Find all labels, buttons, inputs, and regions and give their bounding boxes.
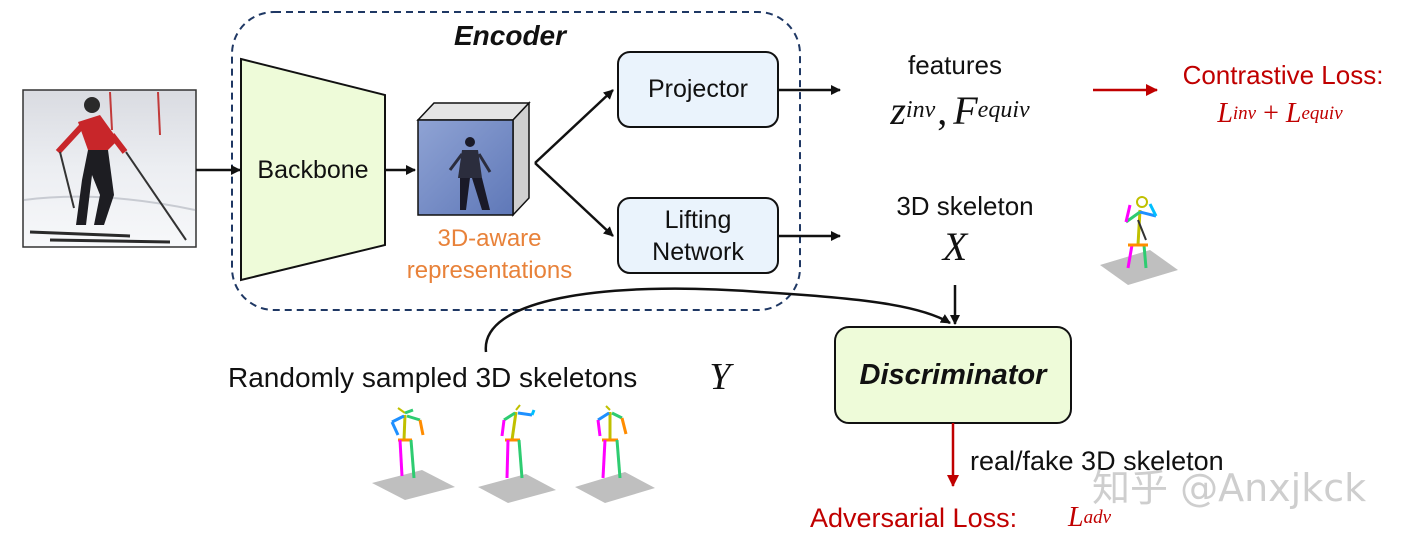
- sampled-skeletons-label: Randomly sampled 3D skeletons: [228, 362, 638, 393]
- adversarial-term-sub: adv: [1083, 507, 1112, 528]
- realfake-label: real/fake 3D skeleton: [970, 445, 1224, 476]
- representation-label-line1: 3D-aware: [437, 225, 542, 252]
- contrastive-plus: +: [1256, 98, 1286, 129]
- skeleton3d-symbol: X: [942, 223, 968, 269]
- feature-f: F: [953, 87, 978, 133]
- input-image: [22, 89, 197, 248]
- sampled-skeleton-1: [372, 407, 455, 500]
- representation-label: 3D-aware representations: [392, 222, 587, 288]
- lifting-label-line2: Network: [652, 237, 744, 266]
- sampled-skeleton-2: [478, 404, 556, 503]
- lifting-label: Lifting Network: [618, 198, 778, 273]
- representation-label-line2: representations: [406, 257, 573, 284]
- feature-comma: ,: [937, 87, 948, 133]
- feature-z-sub: inv: [905, 96, 936, 123]
- contrastive-term-a: L: [1217, 98, 1233, 129]
- encoder-region: [231, 11, 801, 311]
- skeleton3d-label: 3D skeleton: [896, 190, 1034, 221]
- contrastive-term-b-sub: equiv: [1301, 103, 1343, 124]
- adversarial-loss-label: Adversarial Loss:: [810, 502, 1018, 533]
- adversarial-term: L: [1068, 502, 1084, 533]
- watermark: 知乎 @Anxjkck: [1092, 465, 1367, 510]
- feature-z: z: [890, 87, 906, 133]
- feature-f-sub: equiv: [977, 96, 1030, 123]
- predicted-skeleton-figure: [1100, 196, 1178, 285]
- contrastive-loss-label: Contrastive Loss:: [1182, 59, 1384, 90]
- encoder-title: Encoder: [453, 20, 567, 51]
- contrastive-term-b: L: [1285, 98, 1302, 129]
- sampled-skeleton-3: [575, 405, 655, 503]
- contrastive-term-a-sub: inv: [1232, 103, 1257, 124]
- lifting-label-line1: Lifting: [664, 205, 732, 234]
- features-label: features: [908, 49, 1002, 80]
- representation-cube: [416, 101, 531, 217]
- projector-label: Projector: [647, 75, 749, 103]
- sampled-skeletons-symbol: Y: [709, 356, 731, 398]
- backbone-label: Backbone: [257, 155, 369, 184]
- discriminator-label: Discriminator: [859, 358, 1047, 391]
- backbone-block: [240, 57, 386, 282]
